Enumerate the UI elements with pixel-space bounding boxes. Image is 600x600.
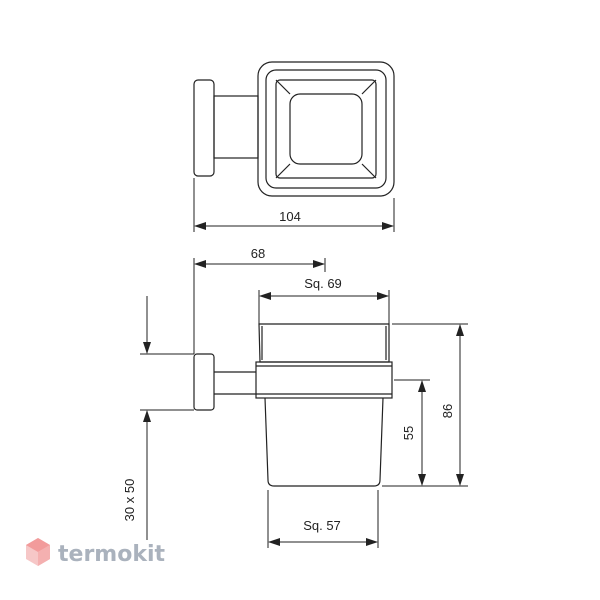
dim-label-30x50: 30 x 50	[122, 479, 137, 522]
front-view	[193, 323, 393, 487]
dim-label-104: 104	[279, 209, 301, 224]
dimension-68	[193, 258, 326, 354]
dim-label-55: 55	[401, 426, 416, 440]
top-view	[193, 61, 395, 197]
front-view-wall-plate	[193, 353, 215, 411]
dim-label-sq-57: Sq. 57	[303, 518, 341, 533]
dim-label-86: 86	[440, 404, 455, 418]
dimension-104	[193, 178, 395, 232]
top-view-arm	[213, 95, 259, 159]
dim-label-sq-69: Sq. 69	[304, 276, 342, 291]
front-view-glass-top	[258, 323, 390, 363]
dimension-55	[394, 379, 430, 486]
front-view-holder-band	[255, 361, 393, 399]
front-view-glass-body	[264, 397, 384, 487]
top-view-holder-inner	[265, 69, 387, 189]
dimension-86	[382, 323, 468, 487]
dim-label-68: 68	[251, 246, 265, 261]
top-view-holder-outer	[257, 61, 395, 197]
top-view-wall-plate	[193, 79, 215, 177]
top-view-glass-inner	[289, 93, 363, 165]
top-view-glass-outer	[275, 79, 377, 179]
watermark-brand-text: termokit	[58, 542, 165, 567]
dimension-30x50	[140, 296, 194, 540]
dimension-sq-57	[267, 490, 379, 548]
hexagon-logo-icon	[26, 538, 50, 566]
dimension-sq-69	[258, 290, 390, 324]
watermark-logo: termokit	[26, 538, 165, 567]
